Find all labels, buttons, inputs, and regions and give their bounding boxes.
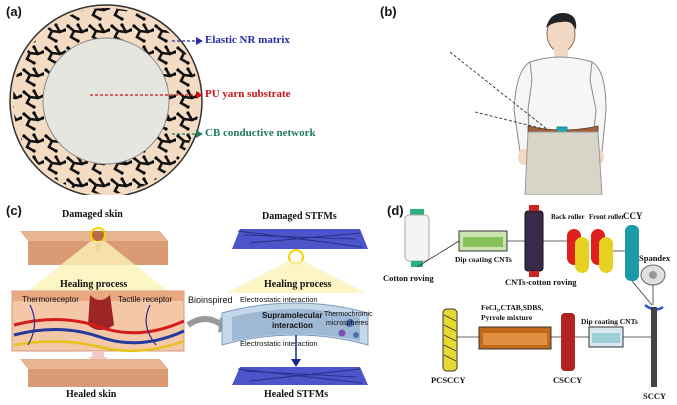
label-cotton-roving: Cotton roving	[383, 273, 434, 283]
pu-yarn-core	[42, 37, 170, 165]
panel-c: (c)	[0, 195, 375, 405]
label-damaged-skin: Damaged skin	[62, 209, 123, 220]
label-damaged-stfms: Damaged STFMs	[262, 211, 337, 222]
label-tactile-receptor: Tactile receptor	[118, 295, 173, 304]
panel-b: (b)	[340, 0, 677, 195]
label-interaction: interaction	[272, 321, 313, 330]
label-healing-left: Healing process	[60, 279, 128, 290]
label-microspheres: microspheres	[326, 320, 369, 327]
label-healed-skin: Healed skin	[66, 389, 117, 400]
label-supramolecular: Supramolecular	[262, 311, 323, 320]
yarn-cross-section	[9, 4, 203, 195]
label-csccy: CSCCY	[553, 375, 583, 385]
annotation-cb-network: CB conductive network	[205, 127, 316, 139]
label-sccy: SCCY	[643, 391, 667, 401]
panel-c-label: (c)	[6, 203, 22, 218]
healing-schematic	[11, 227, 369, 387]
label-electrostatic-top: Electrostatic interaction	[240, 295, 318, 304]
label-mixture-line1: FeCl₃,CTAB,SDBS,	[481, 303, 544, 312]
label-dip-coating-cnts-2: Dip coating CNTs	[581, 317, 638, 326]
panel-d-label: (d)	[387, 203, 404, 218]
panel-b-label: (b)	[380, 4, 397, 19]
label-mixture-line2: Pyrrole mixture	[481, 313, 533, 322]
person-with-sensor-belt	[449, 12, 607, 195]
panel-d: (d)	[375, 195, 677, 405]
label-thermochromic: Thermochromic	[324, 311, 373, 318]
label-pcsccy: PCSCCY	[431, 375, 466, 385]
label-front-roller: Front roller	[589, 213, 625, 221]
label-thermoreceptor: Thermoreceptor	[22, 295, 79, 304]
label-back-roller: Back roller	[551, 213, 585, 221]
label-electrostatic-bottom: Electrostatic interaction	[240, 339, 318, 348]
annotation-pu-yarn: PU yarn substrate	[205, 88, 291, 100]
label-dip-coating-cnts: Dip coating CNTs	[455, 255, 512, 264]
panel-a: (a) Elastic NR matrix PU yarn substrate …	[0, 0, 340, 195]
label-cnts-cotton-roving: CNTs-cotton roving	[505, 277, 577, 287]
label-ccy: CCY	[623, 211, 643, 221]
label-healed-stfms: Healed STFMs	[264, 389, 329, 400]
spinning-process-diagram	[404, 205, 666, 387]
label-healing-right: Healing process	[264, 279, 332, 290]
annotation-nr-matrix: Elastic NR matrix	[205, 34, 290, 46]
label-bioinspired: Bioinspired	[188, 295, 233, 305]
panel-a-label: (a)	[6, 4, 22, 19]
label-spandex: Spandex	[639, 253, 671, 263]
